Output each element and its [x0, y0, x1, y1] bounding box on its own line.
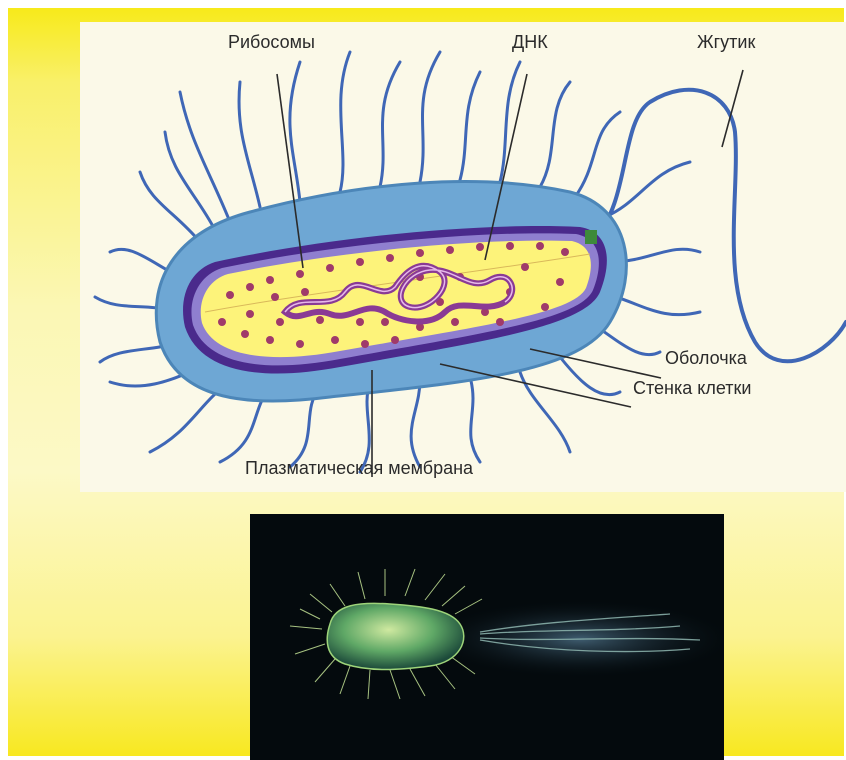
pilus — [140, 172, 200, 242]
pilus — [411, 380, 420, 467]
label-cell-wall: Стенка клетки — [633, 378, 751, 398]
label-dna: ДНК — [512, 32, 548, 52]
label-capsule: Оболочка — [665, 348, 747, 368]
pilus — [460, 72, 480, 180]
pilus — [239, 82, 260, 207]
bacterium-diagram-drawing — [80, 22, 846, 492]
micrograph-cell-body — [327, 603, 464, 669]
pilus — [575, 112, 620, 197]
pilus — [420, 52, 440, 182]
pilus — [180, 92, 230, 222]
pilus — [500, 62, 520, 182]
pilus — [540, 82, 570, 187]
label-flagellum: Жгутик — [697, 32, 755, 52]
pilus — [340, 52, 350, 192]
label-ribosomes: Рибосомы — [228, 32, 315, 52]
flagellum-tail — [595, 90, 846, 362]
pilus — [470, 377, 480, 462]
bacterium-micrograph — [250, 514, 724, 760]
bacterium-diagram: Рибосомы ДНК Жгутик Оболочка Стенка клет… — [80, 22, 846, 492]
flagellum-hook — [585, 230, 597, 244]
pilus — [380, 62, 400, 187]
micrograph-drawing — [250, 514, 724, 760]
label-plasma-membrane: Плазматическая мембрана — [245, 458, 473, 478]
